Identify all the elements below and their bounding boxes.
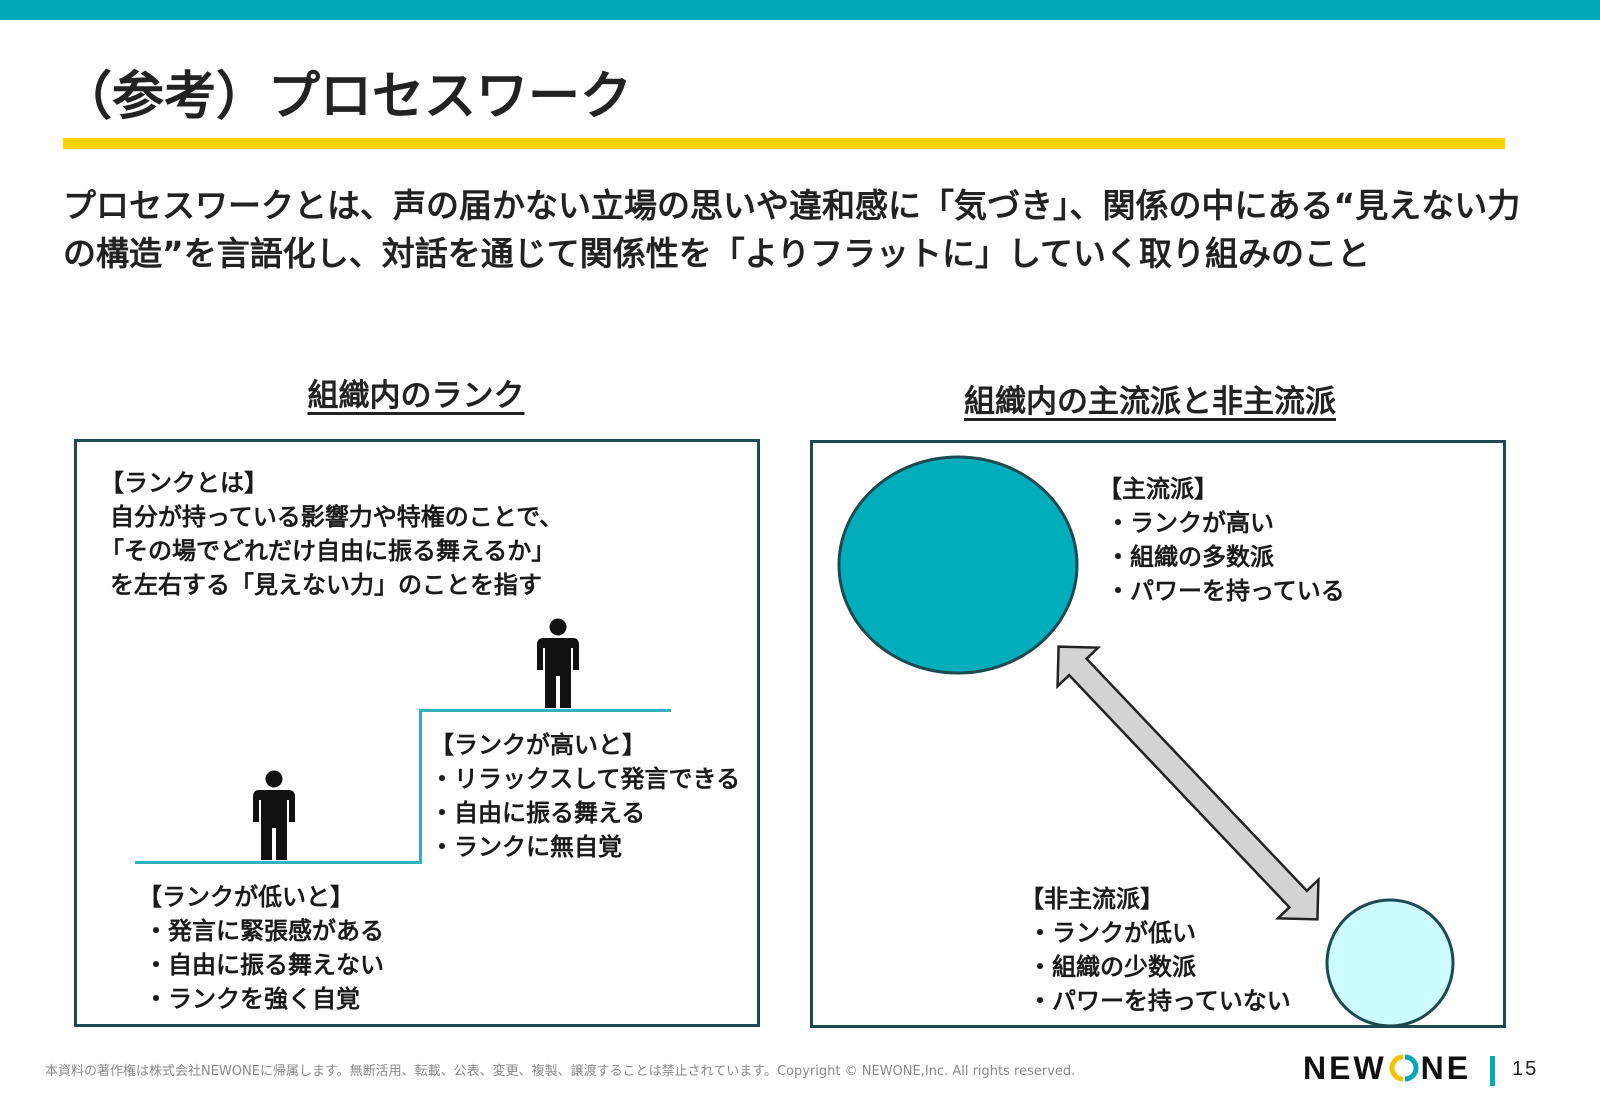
minority-item: ・パワーを持っていない bbox=[1028, 987, 1291, 1015]
rank-panel bbox=[74, 439, 760, 1027]
low-step-line bbox=[135, 861, 422, 864]
definition-line: 自分が持っている影響力や特権のことで、 bbox=[110, 503, 564, 531]
low-rank-list: 【ランクが低いと】 ・発言に緊張感がある ・自由に振る舞えない ・ランクを強く自… bbox=[138, 880, 384, 1016]
lead-text: プロセスワークとは、声の届かない立場の思いや違和感に「気づき」、関係の中にある“… bbox=[63, 186, 1521, 273]
definition-title: 【ランクとは】 bbox=[100, 469, 268, 497]
low-rank-item: ・発言に緊張感がある bbox=[144, 917, 384, 945]
page-title: （参考）プロセスワーク bbox=[60, 67, 633, 127]
logo-o-icon bbox=[1389, 1054, 1419, 1082]
double-arrow-icon bbox=[1056, 645, 1320, 921]
minority-item: ・組織の少数派 bbox=[1028, 953, 1196, 981]
step-riser-line bbox=[419, 709, 422, 864]
high-step-line bbox=[419, 709, 671, 712]
high-rank-title: 【ランクが高いと】 bbox=[430, 731, 646, 759]
mainstream-item: ・ランクが高い bbox=[1106, 509, 1274, 537]
page-number-divider bbox=[1490, 1056, 1495, 1086]
low-rank-item: ・自由に振る舞えない bbox=[144, 951, 384, 979]
minority-circle bbox=[1325, 898, 1455, 1028]
high-rank-item: ・自由に振る舞える bbox=[430, 799, 646, 827]
mainstream-item: ・パワーを持っている bbox=[1106, 577, 1345, 605]
low-rank-item: ・ランクを強く自覚 bbox=[144, 985, 360, 1013]
low-rank-title: 【ランクが低いと】 bbox=[138, 883, 354, 911]
definition-line: を左右する「見えない力」のことを指す bbox=[110, 571, 542, 599]
mainstream-title: 【主流派】 bbox=[1098, 475, 1218, 503]
page-number: 15 bbox=[1512, 1058, 1539, 1080]
mainstream-panel bbox=[810, 440, 1506, 1028]
definition-line: 「その場でどれだけ自由に振る舞えるか」 bbox=[100, 537, 556, 565]
title-underline bbox=[63, 138, 1505, 149]
person-low-icon bbox=[253, 770, 295, 860]
mainstream-diagram bbox=[837, 455, 1455, 1028]
left-heading: 組織内のランク bbox=[307, 378, 525, 414]
mainstream-list: 【主流派】 ・ランクが高い ・組織の多数派 ・パワーを持っている bbox=[1098, 472, 1345, 608]
minority-list: 【非主流派】 ・ランクが低い ・組織の少数派 ・パワーを持っていない bbox=[1020, 882, 1291, 1018]
person-high-icon bbox=[537, 618, 579, 708]
top-accent-bar bbox=[0, 0, 1600, 20]
mainstream-circle bbox=[837, 455, 1079, 675]
rank-definition: 【ランクとは】 自分が持っている影響力や特権のことで、 「その場でどれだけ自由に… bbox=[100, 466, 563, 602]
high-rank-item: ・ランクに無自覚 bbox=[430, 833, 622, 861]
high-rank-list: 【ランクが高いと】 ・リラックスして発言できる ・自由に振る舞える ・ランクに無… bbox=[430, 728, 740, 864]
high-rank-item: ・リラックスして発言できる bbox=[430, 765, 741, 793]
minority-title: 【非主流派】 bbox=[1020, 885, 1164, 913]
right-heading: 組織内の主流派と非主流派 bbox=[964, 384, 1336, 420]
copyright-text: 本資料の著作権は株式会社NEWONEに帰属します。無断活用、転載、公表、変更、複… bbox=[45, 1064, 1076, 1079]
mainstream-item: ・組織の多数派 bbox=[1106, 543, 1274, 571]
minority-item: ・ランクが低い bbox=[1028, 919, 1196, 947]
